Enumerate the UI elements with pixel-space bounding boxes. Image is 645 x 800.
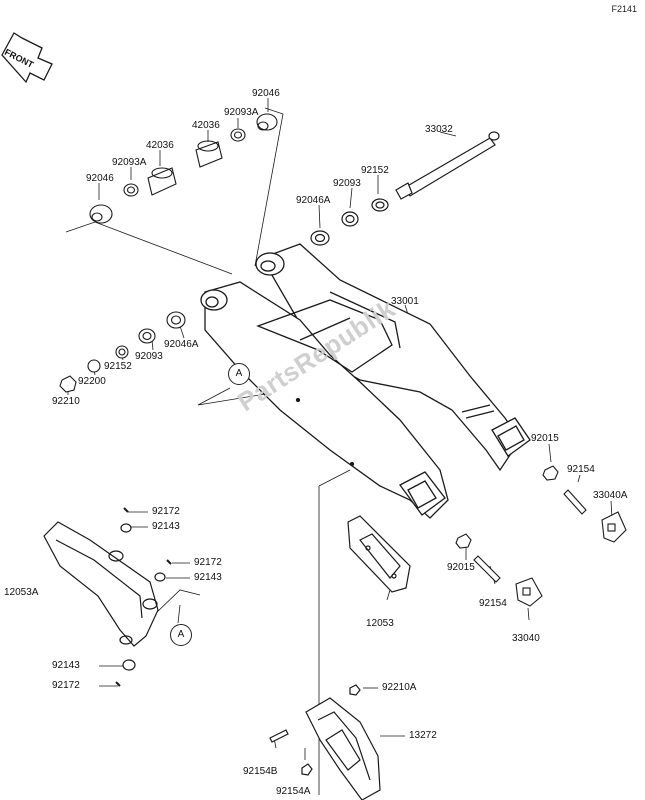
part-label-92172[interactable]: 92172 <box>52 680 80 691</box>
chain-slider-12053A <box>43 507 172 687</box>
pivot-bushings <box>89 113 278 224</box>
part-label-42036[interactable]: 42036 <box>192 120 220 131</box>
part-label-42036[interactable]: 42036 <box>146 140 174 151</box>
part-label-92152[interactable]: 92152 <box>104 361 132 372</box>
pivot-hardware-lower <box>59 311 186 393</box>
part-label-92154[interactable]: 92154 <box>567 464 595 475</box>
part-label-92015[interactable]: 92015 <box>531 433 559 444</box>
part-label-92046A[interactable]: 92046A <box>164 339 199 350</box>
part-label-92046[interactable]: 92046 <box>86 173 114 184</box>
front-arrow-icon <box>1 32 53 84</box>
part-label-33040A[interactable]: 33040A <box>593 490 628 501</box>
part-label-92143[interactable]: 92143 <box>52 660 80 671</box>
swingarm-body <box>200 243 531 519</box>
part-label-33001[interactable]: 33001 <box>391 296 419 307</box>
part-label-92172[interactable]: 92172 <box>194 557 222 568</box>
reference-marker-a: A <box>228 363 250 385</box>
part-label-92093A[interactable]: 92093A <box>224 107 259 118</box>
part-label-92172[interactable]: 92172 <box>152 506 180 517</box>
part-label-92143[interactable]: 92143 <box>152 521 180 532</box>
rear-axle <box>310 131 500 246</box>
part-label-92015[interactable]: 92015 <box>447 562 475 573</box>
chain-guide-13272 <box>269 684 381 800</box>
part-label-12053A[interactable]: 12053A <box>4 587 39 598</box>
part-label-33040[interactable]: 33040 <box>512 633 540 644</box>
part-label-92093A[interactable]: 92093A <box>112 157 147 168</box>
part-label-92046A[interactable]: 92046A <box>296 195 331 206</box>
reference-marker-a: A <box>170 624 192 646</box>
chain-slider-12053 <box>347 515 411 593</box>
chain-adjusters <box>455 465 627 607</box>
part-label-92200[interactable]: 92200 <box>78 376 106 387</box>
part-label-92093[interactable]: 92093 <box>333 178 361 189</box>
part-label-92210[interactable]: 92210 <box>52 396 80 407</box>
part-label-92152[interactable]: 92152 <box>361 165 389 176</box>
part-label-92154[interactable]: 92154 <box>479 598 507 609</box>
part-label-92093[interactable]: 92093 <box>135 351 163 362</box>
part-label-92154B[interactable]: 92154B <box>243 766 278 777</box>
part-label-92210A[interactable]: 92210A <box>382 682 417 693</box>
part-label-92154A[interactable]: 92154A <box>276 786 311 797</box>
part-label-92046[interactable]: 92046 <box>252 88 280 99</box>
part-label-13272[interactable]: 13272 <box>409 730 437 741</box>
part-label-33032[interactable]: 33032 <box>425 124 453 135</box>
diagram-code: F2141 <box>611 4 637 14</box>
part-label-92143[interactable]: 92143 <box>194 572 222 583</box>
part-label-12053[interactable]: 12053 <box>366 618 394 629</box>
